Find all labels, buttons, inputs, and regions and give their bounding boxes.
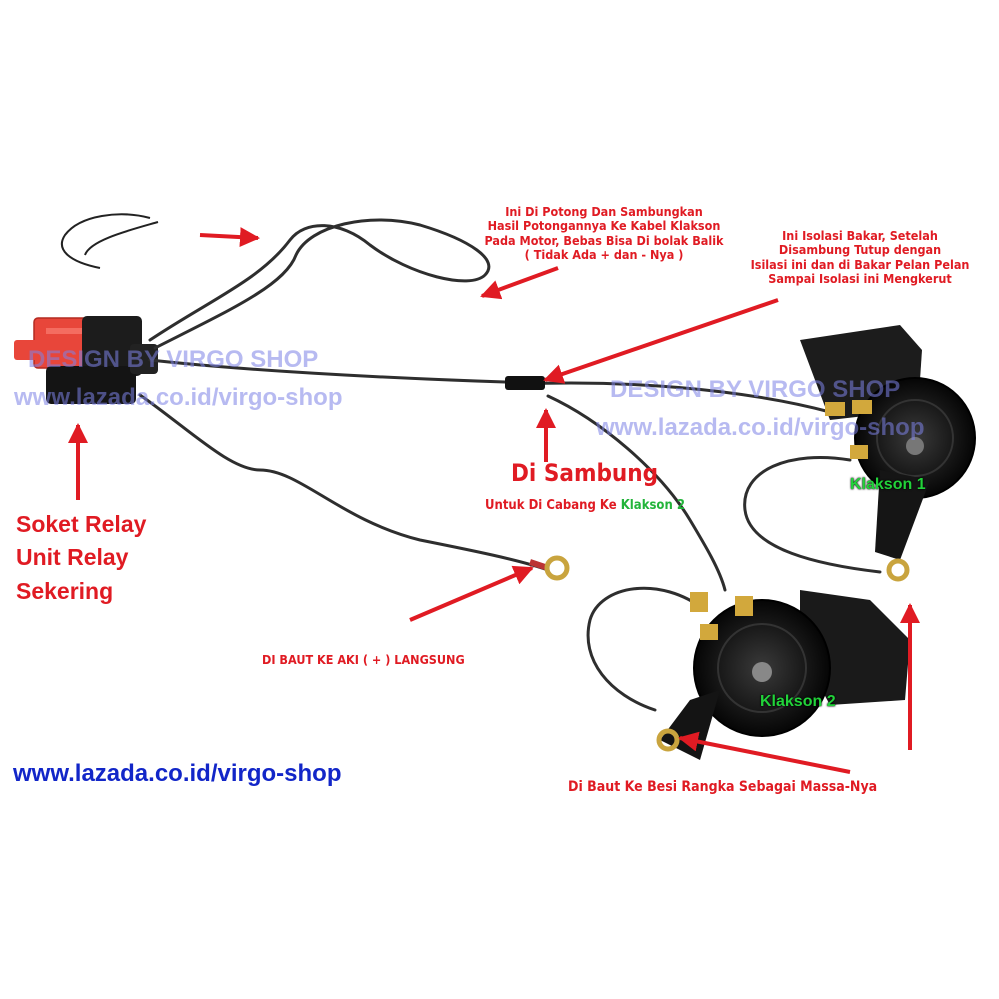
horn-1-label: Klakson 1 — [850, 476, 926, 493]
relay-unit — [14, 316, 158, 404]
watermark-left-url: www.lazada.co.id/virgo-shop — [14, 384, 343, 411]
battery-note: DI BAUT KE AKI ( + ) LANGSUNG — [262, 652, 465, 667]
harness-wires — [138, 218, 882, 712]
horn-2 — [656, 590, 910, 760]
connect-target: Klakson 2 — [620, 498, 686, 513]
shop-url: www.lazada.co.id/virgo-shop — [13, 760, 342, 787]
horn-1 — [800, 325, 976, 582]
connect-title: Di Sambung — [511, 459, 659, 487]
loose-wire-ends — [60, 213, 159, 269]
connect-subtitle-text: Untuk Di Cabang Ke — [485, 498, 621, 513]
annotation-arrows — [68, 227, 920, 774]
connect-subtitle: Untuk Di Cabang Ke Klakson 2 — [485, 498, 686, 514]
watermark-right-title: DESIGN BY VIRGO SHOP — [610, 376, 901, 403]
ground-note: Di Baut Ke Besi Rangka Sebagai Massa-Nya — [568, 779, 878, 795]
cut-wire-note: Ini Di Potong Dan Sambungkan Hasil Poton… — [484, 204, 724, 263]
battery-ring-terminal — [529, 555, 570, 581]
horn-2-label: Klakson 2 — [760, 693, 836, 710]
watermark-right-url: www.lazada.co.id/virgo-shop — [596, 414, 925, 441]
heat-shrink-note: Ini Isolasi Bakar, Setelah Disambung Tut… — [750, 228, 970, 287]
heat-shrink-sleeve — [505, 376, 545, 390]
watermark-left-title: DESIGN BY VIRGO SHOP — [28, 346, 319, 373]
relay-label: Soket Relay Unit Relay Sekering — [16, 511, 147, 604]
